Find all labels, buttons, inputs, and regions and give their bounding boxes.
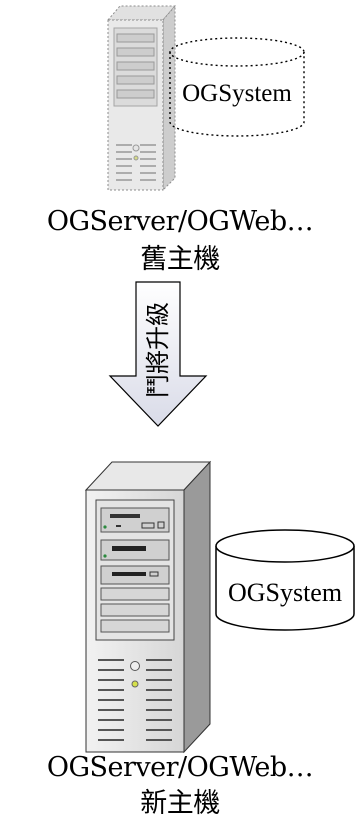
old-server-caption: 舊主機: [140, 244, 220, 275]
new-server-tower: [84, 460, 212, 754]
new-server-label: OGServer/OGWeb…: [46, 752, 314, 783]
old-db-label: OGSystem: [182, 80, 292, 107]
upgrade-arrow-label: 鬥將升級: [144, 302, 172, 398]
old-server-label: OGServer/OGWeb…: [46, 206, 314, 237]
new-server-caption: 新主機: [140, 788, 220, 819]
old-db-cylinder: [169, 37, 305, 137]
old-server-tower: [106, 4, 177, 192]
new-db-label: OGSystem: [227, 578, 343, 607]
new-db-cylinder: [215, 529, 355, 631]
upgrade-arrow: [108, 281, 208, 427]
